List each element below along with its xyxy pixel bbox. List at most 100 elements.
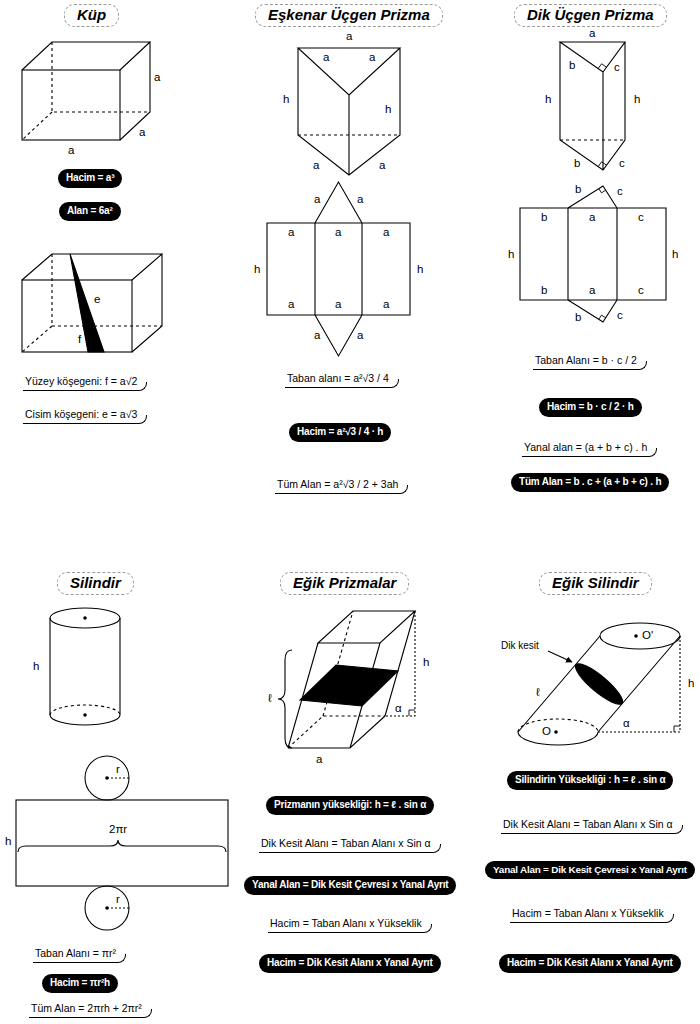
dimension-label: c (617, 186, 623, 198)
dimension-label: a (314, 194, 320, 206)
dimension-label: a (323, 52, 329, 64)
diagonal-plane (70, 254, 104, 352)
formula-pill: Yanal Alan = Dik Kesit Çevresi x Yanal A… (485, 861, 695, 879)
title-text: Küp (77, 6, 106, 25)
formula-label: Tüm Alan = 2πrh + 2πr² (29, 1002, 152, 1018)
dimension-label: O (542, 726, 551, 738)
dimension-label: b (541, 212, 547, 224)
prism-edge (288, 611, 415, 748)
dimension-label: h (688, 678, 694, 690)
dimension-label: a (369, 52, 375, 64)
formula-label: Tüm Alan = a²√3 / 2 + 3ah (275, 478, 408, 494)
dimension-label: h (254, 264, 260, 276)
cube-edge (22, 42, 150, 140)
formula-text: Hacim = Dik Kesit Alanı x Yanal Ayrıt (267, 957, 433, 970)
title-text: Eğik Prizmalar (293, 574, 396, 593)
dimension-label: ℓ (536, 687, 540, 699)
panel-title: Eğik Silindir (539, 572, 652, 595)
radius-line (107, 778, 129, 908)
dimension-label: α (623, 718, 630, 730)
formula-pill: Hacim = Dik Kesit Alanı x Yanal Ayrıt (499, 954, 681, 973)
formula-pill: Hacim = Dik Kesit Alanı x Yanal Ayrıt (259, 954, 441, 973)
dimension-label: h (545, 94, 551, 106)
brace (18, 840, 226, 852)
formula-pill: Silindirin Yüksekliği : h = ℓ . sin α (507, 771, 673, 790)
dimension-label: a (589, 28, 595, 40)
formula-text: Hacim = a²√3 / 4 · h (297, 426, 383, 439)
dimension-label: a (379, 160, 385, 172)
title-text: Eşkenar Üçgen Prizma (268, 6, 430, 25)
center-dot (83, 713, 87, 717)
right-angle-mark (598, 64, 606, 167)
dimension-label: h (33, 661, 39, 673)
net-circle (85, 756, 129, 800)
height-line (598, 636, 680, 732)
cross-section (300, 665, 398, 706)
dimension-label: c (614, 62, 620, 74)
formula-label: Hacim = Taban Alanı x Yükseklik (510, 907, 674, 923)
center-dot (105, 906, 109, 910)
cross-section (571, 659, 627, 710)
prism-net (520, 186, 666, 322)
formula-label: Yanal alan = (a + b + c) . h (522, 441, 657, 457)
dimension-label: a (383, 227, 389, 239)
prism-net (267, 182, 410, 356)
dimension-label: a (357, 194, 363, 206)
formula-label: Cisim köşegeni: e = a√3 (23, 408, 147, 424)
title-text: Silindir (70, 574, 121, 593)
dimension-label: a (288, 227, 294, 239)
center-dot (83, 616, 87, 620)
dimension-label: b (574, 158, 580, 170)
right-angle-mark (409, 710, 415, 716)
formula-pill: Hacim = b · c / 2 · h (539, 398, 642, 417)
dimension-label: e (94, 294, 100, 306)
dimension-label: b (541, 285, 547, 297)
dimension-label: h (5, 836, 11, 848)
dimension-label: a (288, 299, 294, 311)
dimension-label: c (619, 158, 625, 170)
cylinder-side (518, 636, 680, 745)
dimension-label: O' (642, 630, 653, 642)
hidden-edge (518, 719, 598, 732)
formula-text: Yanal Alan = Dik Kesit Çevresi x Yanal A… (493, 864, 687, 876)
dimension-label: h (672, 249, 678, 261)
dimension-label: a (313, 160, 319, 172)
dimension-label: a (589, 212, 595, 224)
dimension-label: a (68, 145, 74, 157)
dimension-label: a (316, 754, 322, 766)
panel-title: Eğik Prizmalar (280, 572, 409, 595)
cube-face (22, 70, 120, 140)
figures (16, 42, 680, 930)
formula-label: Taban Alanı = b · c / 2 (533, 354, 647, 370)
hidden-edge (22, 254, 162, 352)
title-text: Dik Üçgen Prizma (527, 6, 654, 25)
cylinder-top (600, 623, 680, 649)
formula-text: Silindirin Yüksekliği : h = ℓ . sin α (515, 774, 665, 787)
formula-text: Prizmanın yüksekliği: h = ℓ . sin α (274, 799, 426, 812)
dimension-label: h (417, 264, 423, 276)
hidden-edge (298, 134, 400, 135)
dimension-label: a (314, 330, 320, 342)
formula-text: Hacim = a³ (66, 172, 114, 185)
dimension-label: f (78, 334, 81, 346)
dimension-label: r (116, 894, 120, 906)
center-dot (554, 730, 558, 734)
formula-label: Taban Alanı = πr² (33, 947, 126, 963)
dimension-label: h (508, 249, 514, 261)
formula-text: Hacim = Dik Kesit Alanı x Yanal Ayrıt (507, 957, 673, 970)
formula-pill: Hacim = a²√3 / 4 · h (289, 423, 391, 442)
part-label: Dik kesit (501, 640, 539, 651)
dimension-label: a (335, 299, 341, 311)
formula-label: Hacim = Taban Alanı x Yükseklik (268, 917, 432, 933)
formula-label: Dik Kesit Alanı = Taban Alanı x Sin α (501, 818, 683, 834)
leader-line (548, 651, 572, 662)
dimension-label: r (116, 764, 120, 776)
formula-text: Alan = 6a² (67, 205, 113, 218)
right-angle-mark (599, 189, 606, 320)
panel-title: Küp (64, 4, 119, 27)
dimension-label: a (139, 127, 145, 139)
dimension-label: a (335, 227, 341, 239)
dimension-label: h (634, 94, 640, 106)
cube-edge (22, 254, 162, 352)
